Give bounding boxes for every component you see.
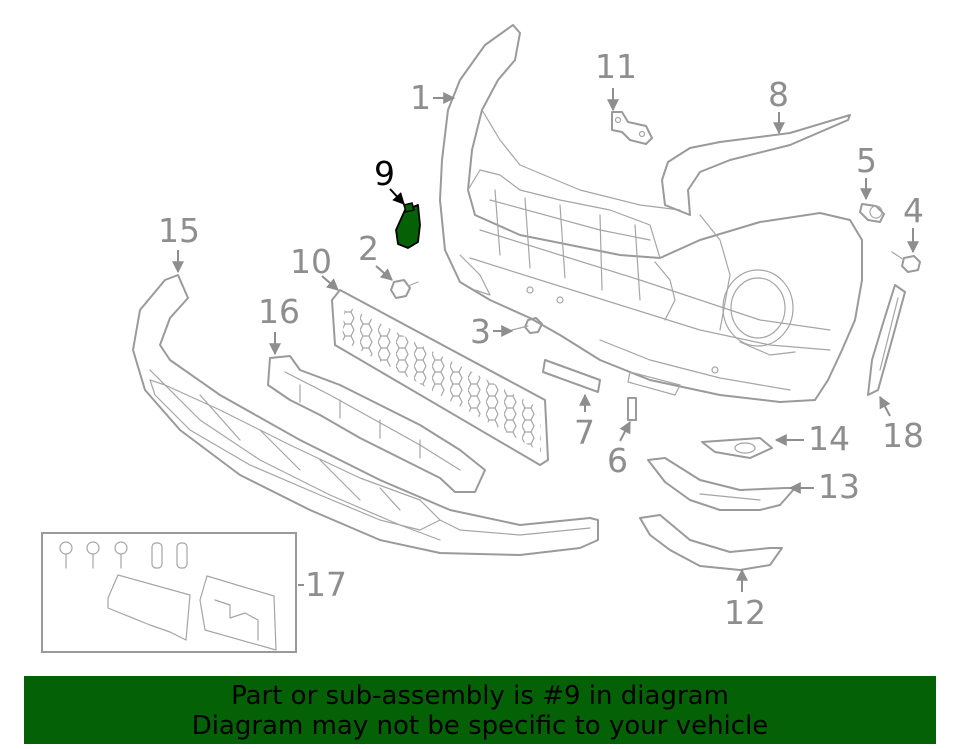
callout-7: 7	[574, 413, 595, 452]
callout-5: 5	[856, 141, 877, 180]
part-15-lower-bumper	[132, 274, 599, 556]
part-4-bolt	[891, 251, 921, 273]
part-3-bolt	[511, 317, 543, 334]
part-9-bracket-highlighted	[395, 202, 421, 249]
leader-6	[619, 420, 631, 442]
callout-14: 14	[808, 419, 850, 458]
part-13-trim	[647, 457, 796, 511]
part-10-grille	[331, 289, 549, 466]
callout-1: 1	[410, 78, 431, 117]
leader-9	[389, 188, 405, 205]
part-12-lower-trim	[639, 514, 783, 571]
callout-13: 13	[818, 467, 860, 506]
part-1-bumper-cover	[439, 24, 863, 403]
part-7-strip	[542, 359, 601, 393]
banner-line-1: Part or sub-assembly is #9 in diagram	[231, 681, 729, 711]
part-17-hardware-kit	[41, 532, 297, 653]
leader-2	[375, 265, 393, 281]
callout-3: 3	[470, 312, 491, 351]
part-11-bracket	[611, 111, 653, 145]
callout-4: 4	[903, 191, 924, 230]
part-2-bolt	[390, 279, 419, 299]
callout-17: 17	[305, 565, 347, 604]
callout-8: 8	[768, 75, 789, 114]
callout-16: 16	[258, 292, 300, 331]
callout-15: 15	[158, 211, 200, 250]
callout-9: 9	[374, 154, 395, 193]
part-18-side-strip	[867, 284, 906, 396]
leader-18	[879, 395, 891, 417]
callout-18: 18	[882, 416, 924, 455]
part-5-retainer	[859, 203, 885, 223]
part-6-clip	[627, 397, 637, 421]
parts-diagram: 1 11 8 5 4 9 2 10 15 16 3 7 6 14 13 12 1…	[41, 24, 924, 653]
callout-11: 11	[595, 47, 637, 86]
callout-2: 2	[358, 229, 379, 268]
callout-6: 6	[607, 441, 628, 480]
leader-10	[321, 275, 339, 291]
banner-line-2: Diagram may not be specific to your vehi…	[191, 711, 769, 741]
part-16-support	[267, 355, 486, 493]
info-banner: Part or sub-assembly is #9 in diagram Di…	[24, 676, 936, 744]
part-14-fog-trim	[701, 437, 773, 459]
part-8-molding	[661, 114, 851, 216]
callout-12: 12	[724, 593, 766, 632]
callout-10: 10	[290, 242, 332, 281]
